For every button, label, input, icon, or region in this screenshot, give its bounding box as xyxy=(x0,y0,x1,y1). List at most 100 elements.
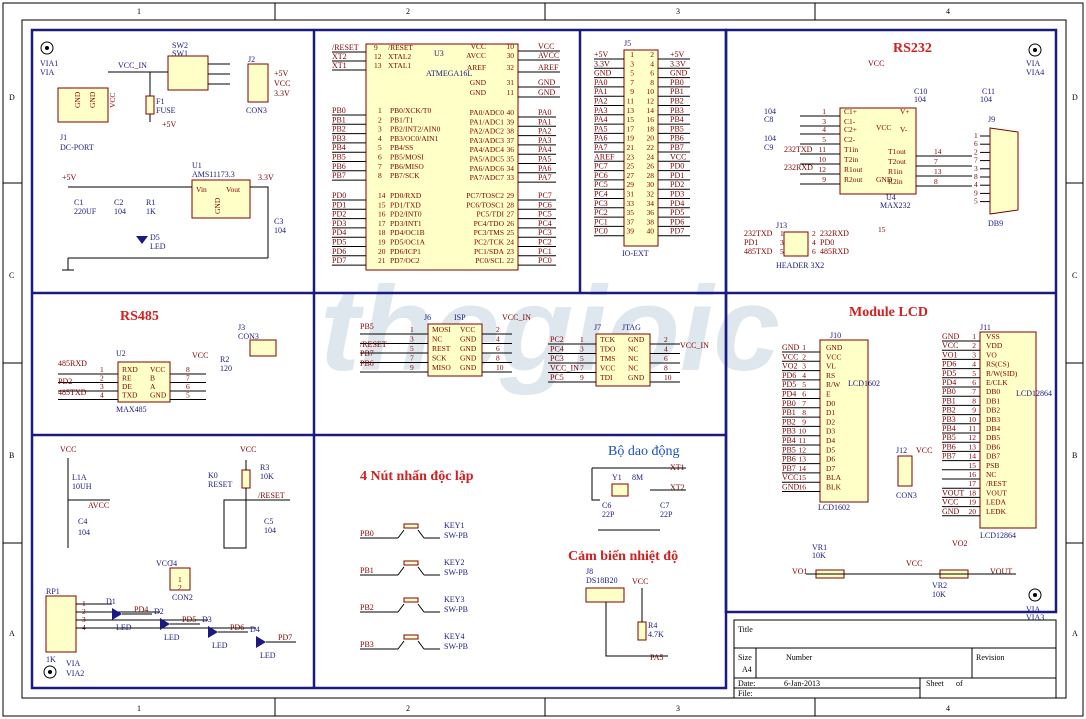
header-label: HEADER 3X2 xyxy=(776,261,824,270)
mcu-rpin-name: AVCC xyxy=(466,51,486,60)
mcu-rpin-num: 29 xyxy=(507,191,515,200)
led-net-0: PD4 xyxy=(134,605,148,614)
mcu-pin-name: /RESET xyxy=(388,43,413,52)
max232-num: 11 xyxy=(819,145,826,154)
c4-label: C4 xyxy=(78,517,87,526)
rs485-section: U2 MAX485 VCC R2 120 J3 CON3 RXD1RE2DE3T… xyxy=(58,323,277,414)
lcd1602-net: VCC xyxy=(782,352,798,361)
rs485-net-rxd: 485RXD xyxy=(58,359,87,368)
lcd1602-num: 12 xyxy=(799,445,807,454)
c1-label: C1 xyxy=(74,198,83,207)
mcu-pin-name: PD6/ICP1 xyxy=(390,247,421,256)
lcd1602-num: 7 xyxy=(802,399,806,408)
mcu-net-PD5: PD5 xyxy=(332,238,346,247)
mcu-rpin-num: 32 xyxy=(507,63,515,72)
u3-label: U3 xyxy=(434,49,444,58)
c3-value: 104 xyxy=(274,226,286,235)
heading-rs232: RS232 xyxy=(893,41,932,56)
rs232-section: VIA VIA4 VCC U4 MAX232 C10 104 C11 104 1… xyxy=(744,43,1044,270)
lcd1602-net: PB4 xyxy=(782,436,796,445)
max485-num: 4 xyxy=(100,391,104,400)
ioext-name: IO-EXT xyxy=(622,249,649,258)
lcd12864-num: 7 xyxy=(972,387,976,396)
c5-value: 104 xyxy=(264,526,276,535)
ioext-right-14: PD2 xyxy=(670,180,684,189)
grid-col-1: 1 xyxy=(137,7,141,16)
db9-pin: 4 xyxy=(974,180,978,189)
isp-rnum: 2 xyxy=(496,325,500,334)
lcd12864-pin: DB7 xyxy=(986,452,1000,461)
k0-label: K0 xyxy=(208,471,218,480)
hdr-num: 5 xyxy=(780,247,784,256)
ioext-left-0: +5V xyxy=(594,50,609,59)
lcd1602-num: 4 xyxy=(802,371,806,380)
n232rxd: 232RXD xyxy=(784,163,813,172)
btn-key-0: KEY1 xyxy=(444,521,464,530)
db9-pin: 8 xyxy=(974,172,978,181)
lcd1602-pin: VL xyxy=(826,362,836,371)
ioext-num-even: 28 xyxy=(647,171,655,180)
j2-pin3: 3.3V xyxy=(274,89,290,98)
mcu-rpin-name: PC7/TOSC2 xyxy=(466,191,504,200)
hdr-right-1: PD0 xyxy=(820,238,834,247)
mcu-rpin-num: 30 xyxy=(507,51,515,60)
max485-rpin: A xyxy=(150,382,156,391)
grid-row-a: A xyxy=(9,629,15,638)
max232-rnum: 8 xyxy=(934,177,938,186)
y1-label: Y1 xyxy=(612,473,622,482)
lcd1602-num: 3 xyxy=(802,362,806,371)
lcd12864-num: 18 xyxy=(969,488,977,497)
dc-port-label: DC-PORT xyxy=(60,143,94,152)
mcu-pin-name: PB4/SS xyxy=(390,143,413,152)
max232-gnd: GND xyxy=(876,175,893,184)
mcu-net-PB2: PB2 xyxy=(332,125,346,134)
sw1-label: SW1 xyxy=(172,49,188,58)
mcu-pin-num: 7 xyxy=(378,162,382,171)
mcu-pin-name: PD4/OC1B xyxy=(390,228,425,237)
mcu-pin-num: 13 xyxy=(374,61,382,70)
lcd1602-pin: D7 xyxy=(826,464,835,473)
ioext-right-19: PD7 xyxy=(670,227,684,236)
lcd1602-net: PB1 xyxy=(782,408,796,417)
ioext-num-odd: 5 xyxy=(630,69,634,78)
ioext-right-17: PD5 xyxy=(670,208,684,217)
u1-gnd: GND xyxy=(213,197,222,214)
ioext-num-even: 20 xyxy=(647,134,655,143)
j3-con3: CON3 xyxy=(238,332,259,341)
ioext-left-11: AREF xyxy=(594,152,615,161)
mcu-rpin-num: 24 xyxy=(507,238,515,247)
grid-columns: 1 2 3 4 1 2 3 4 xyxy=(137,3,950,716)
u1-part: AMS11173.3 xyxy=(192,170,235,179)
via1-type: VIA xyxy=(40,68,54,77)
lcd1602-num: 5 xyxy=(802,380,806,389)
ioext-num-even: 14 xyxy=(647,106,655,115)
max485-pin: TXD xyxy=(122,391,138,400)
j4-con2: CON2 xyxy=(172,593,193,602)
lcd12864-pin: DB2 xyxy=(986,406,1000,415)
led-net-3: PD7 xyxy=(278,633,292,642)
led-net-1: PD5 xyxy=(182,615,196,624)
j11-label: J11 xyxy=(980,323,991,332)
j6-label: J6 xyxy=(424,313,431,322)
mcu-rpin-num: 11 xyxy=(507,88,514,97)
ioext-left-19: PC0 xyxy=(594,227,608,236)
lcd12864-net: VOUT xyxy=(942,488,964,497)
ioext-right-11: VCC xyxy=(670,152,686,161)
grid-col-4-bottom: 4 xyxy=(946,704,950,713)
c4-value: 104 xyxy=(78,528,90,537)
lcd1602-num: 14 xyxy=(799,464,807,473)
db9-pin: 1 xyxy=(974,131,978,140)
jtag-rpin: GND xyxy=(628,335,645,344)
db9-label: DB9 xyxy=(988,219,1003,228)
lcd1602-pin: D0 xyxy=(826,399,835,408)
ioext-num-odd: 29 xyxy=(627,180,635,189)
isp-rnum: 4 xyxy=(496,335,500,344)
r1-value: 1K xyxy=(146,207,156,216)
mcu-rpin-num: 22 xyxy=(507,256,515,265)
jtag-lpin: TDI xyxy=(600,373,613,382)
mcu-rpin-name: GND xyxy=(470,88,487,97)
lcd1602-pin: D3 xyxy=(826,427,835,436)
mcu-rnet: PA1 xyxy=(538,117,552,126)
lcd12864-sub: LCD12864 xyxy=(980,531,1016,540)
lcd1602-num: 11 xyxy=(799,436,806,445)
